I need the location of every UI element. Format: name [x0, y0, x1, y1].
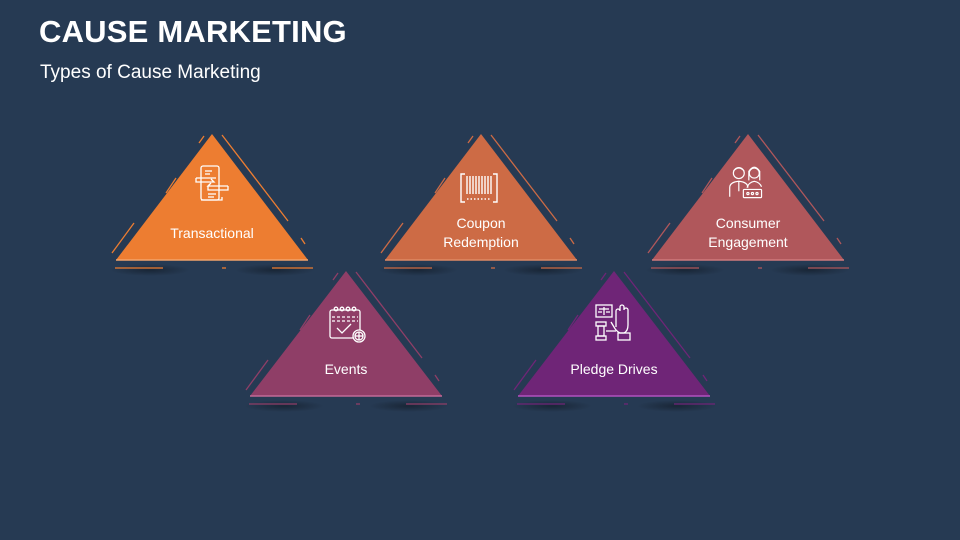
- calendar-check-icon: [329, 306, 366, 343]
- pledge-hand-gavel-icon: [595, 304, 631, 341]
- label-events: Events: [324, 361, 368, 377]
- barcode-scan-icon: [460, 173, 498, 203]
- label-coupon-redemption: Coupon Redemption: [443, 215, 519, 250]
- triangle-coupon-redemption[interactable]: [378, 134, 583, 276]
- triangle-pledge-drives[interactable]: [512, 271, 717, 412]
- page-subtitle: Types of Cause Marketing: [40, 62, 261, 83]
- page-title: CAUSE MARKETING: [39, 14, 347, 49]
- triangle-transactional[interactable]: [110, 134, 315, 276]
- label-transactional: Transactional: [170, 225, 254, 241]
- label-pledge-drives: Pledge Drives: [570, 361, 658, 377]
- document-exchange-icon: [195, 165, 229, 201]
- triangle-consumer-engagement[interactable]: [645, 134, 850, 276]
- people-chat-icon: [729, 166, 763, 199]
- label-consumer-engagement: Consumer Engagement: [708, 215, 788, 250]
- triangle-events[interactable]: [244, 271, 449, 412]
